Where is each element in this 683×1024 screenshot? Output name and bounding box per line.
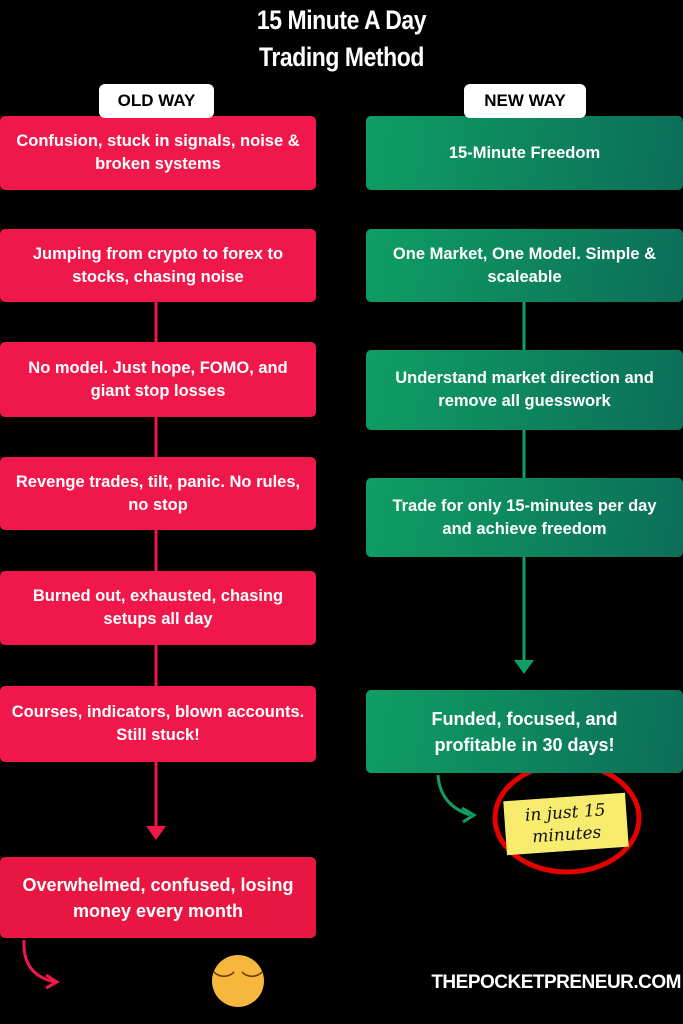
new-step: Trade for only 15-minutes per day and ac…	[366, 478, 683, 557]
curved-arrow-icon	[436, 774, 471, 817]
new-arrowhead-icon	[514, 660, 534, 674]
old-step: No model. Just hope, FOMO, and giant sto…	[0, 342, 316, 417]
sad-face-icon: ︶ ︶	[212, 955, 264, 1007]
old-step: Burned out, exhausted, chasing setups al…	[0, 571, 316, 645]
old-arrowhead-icon	[146, 826, 166, 840]
old-result: Overwhelmed, confused, losing money ever…	[0, 857, 316, 938]
new-result: Funded, focused, and profitable in 30 da…	[366, 690, 683, 773]
old-step: Confusion, stuck in signals, noise & bro…	[0, 116, 316, 190]
title-line-1: 15 Minute A Day	[256, 5, 427, 35]
old-step: Revenge trades, tilt, panic. No rules, n…	[0, 457, 316, 530]
footer-website: THEPOCKETPRENEUR.COM	[431, 972, 681, 993]
new-step: One Market, One Model. Simple & scaleabl…	[366, 229, 683, 302]
old-way-label: OLD WAY	[99, 84, 214, 118]
old-step: Courses, indicators, blown accounts. Sti…	[0, 686, 316, 762]
new-way-label: NEW WAY	[464, 84, 586, 118]
sticky-note: in just 15 minutes	[503, 792, 629, 856]
red-curved-arrow-icon	[22, 939, 56, 984]
new-step: Understand market direction and remove a…	[366, 350, 683, 430]
new-step: 15-Minute Freedom	[366, 116, 683, 190]
title-line-2: Trading Method	[259, 42, 424, 72]
old-step: Jumping from crypto to forex to stocks, …	[0, 229, 316, 302]
